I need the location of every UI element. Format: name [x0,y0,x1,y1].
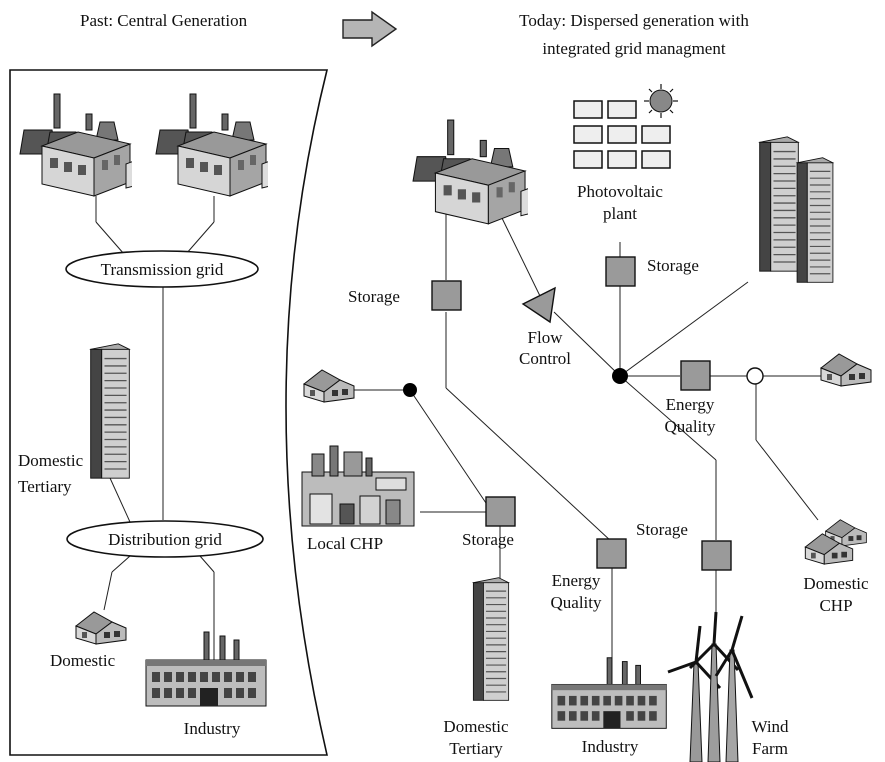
tall-building-icon [796,157,834,283]
wind-farm-label-line1: Wind [751,717,789,736]
power-plant-icon [412,119,528,225]
energy-quality-label-line2: Quality [665,417,716,436]
today-heading-line1: Today: Dispersed generation with [519,11,749,30]
flow-control-label-line1: Flow [528,328,564,347]
past-panel-frame [9,69,329,756]
domestic-chp-label-line1: Domestic [803,574,869,593]
sun-icon [644,84,678,118]
energy-quality-label2-line1: Energy [552,571,601,590]
house-icon [820,353,872,387]
wind-farm-label-line2: Farm [752,739,788,758]
house-icon [75,611,127,645]
wind-turbine-icon [667,611,754,762]
flow-control-label-line2: Control [519,349,571,368]
storage-label-plant: Storage [348,287,400,306]
chp-plant-icon [301,445,415,527]
today-connections [352,206,822,712]
factory-icon [145,631,267,707]
house-icon [303,369,355,403]
past-domestic-tertiary-label-line2: Tertiary [18,477,72,496]
solar-panel-icon [573,100,671,169]
today-domestic-tertiary-label-line2: Tertiary [449,739,503,758]
past-domestic-label: Domestic [50,651,116,670]
energy-quality-box [680,360,711,391]
arrow-icon [342,10,398,48]
power-plant-icon [155,93,268,197]
storage-label-wind: Storage [636,520,688,539]
photovoltaic-label-line1: Photovoltaic [577,182,663,201]
today-industry-label: Industry [582,737,639,756]
photovoltaic-label-line2: plant [603,204,637,223]
today-heading-line2: integrated grid managment [542,39,725,58]
open-junction-node [746,367,764,385]
factory-icon [551,657,667,729]
storage-box [431,280,462,311]
tall-building-icon [472,577,510,701]
tall-building-icon [90,343,130,479]
junction-node [403,383,417,397]
past-domestic-tertiary-label-line1: Domestic [18,451,84,470]
past-industry-label: Industry [184,719,241,738]
energy-quality-label-line1: Energy [666,395,715,414]
transmission-grid-label: Transmission grid [101,260,224,279]
junction-node [612,368,628,384]
past-heading: Past: Central Generation [80,11,248,30]
storage-box [605,256,636,287]
tall-building-icon [758,136,800,272]
distribution-grid-node [66,520,264,558]
distribution-grid-label: Distribution grid [108,530,222,549]
flow-control-triangle [521,286,556,324]
storage-box [485,496,516,527]
domestic-chp-label-line2: CHP [819,596,852,615]
past-connections [95,196,215,664]
today-domestic-tertiary-label-line1: Domestic [443,717,509,736]
power-plant-icon [19,93,132,197]
transmission-grid-node [65,250,259,288]
energy-quality-box [596,538,627,569]
storage-box [701,540,732,571]
local-chp-label: Local CHP [307,534,383,553]
storage-label-pv: Storage [647,256,699,275]
storage-label-chp: Storage [462,530,514,549]
energy-quality-label2-line2: Quality [551,593,602,612]
